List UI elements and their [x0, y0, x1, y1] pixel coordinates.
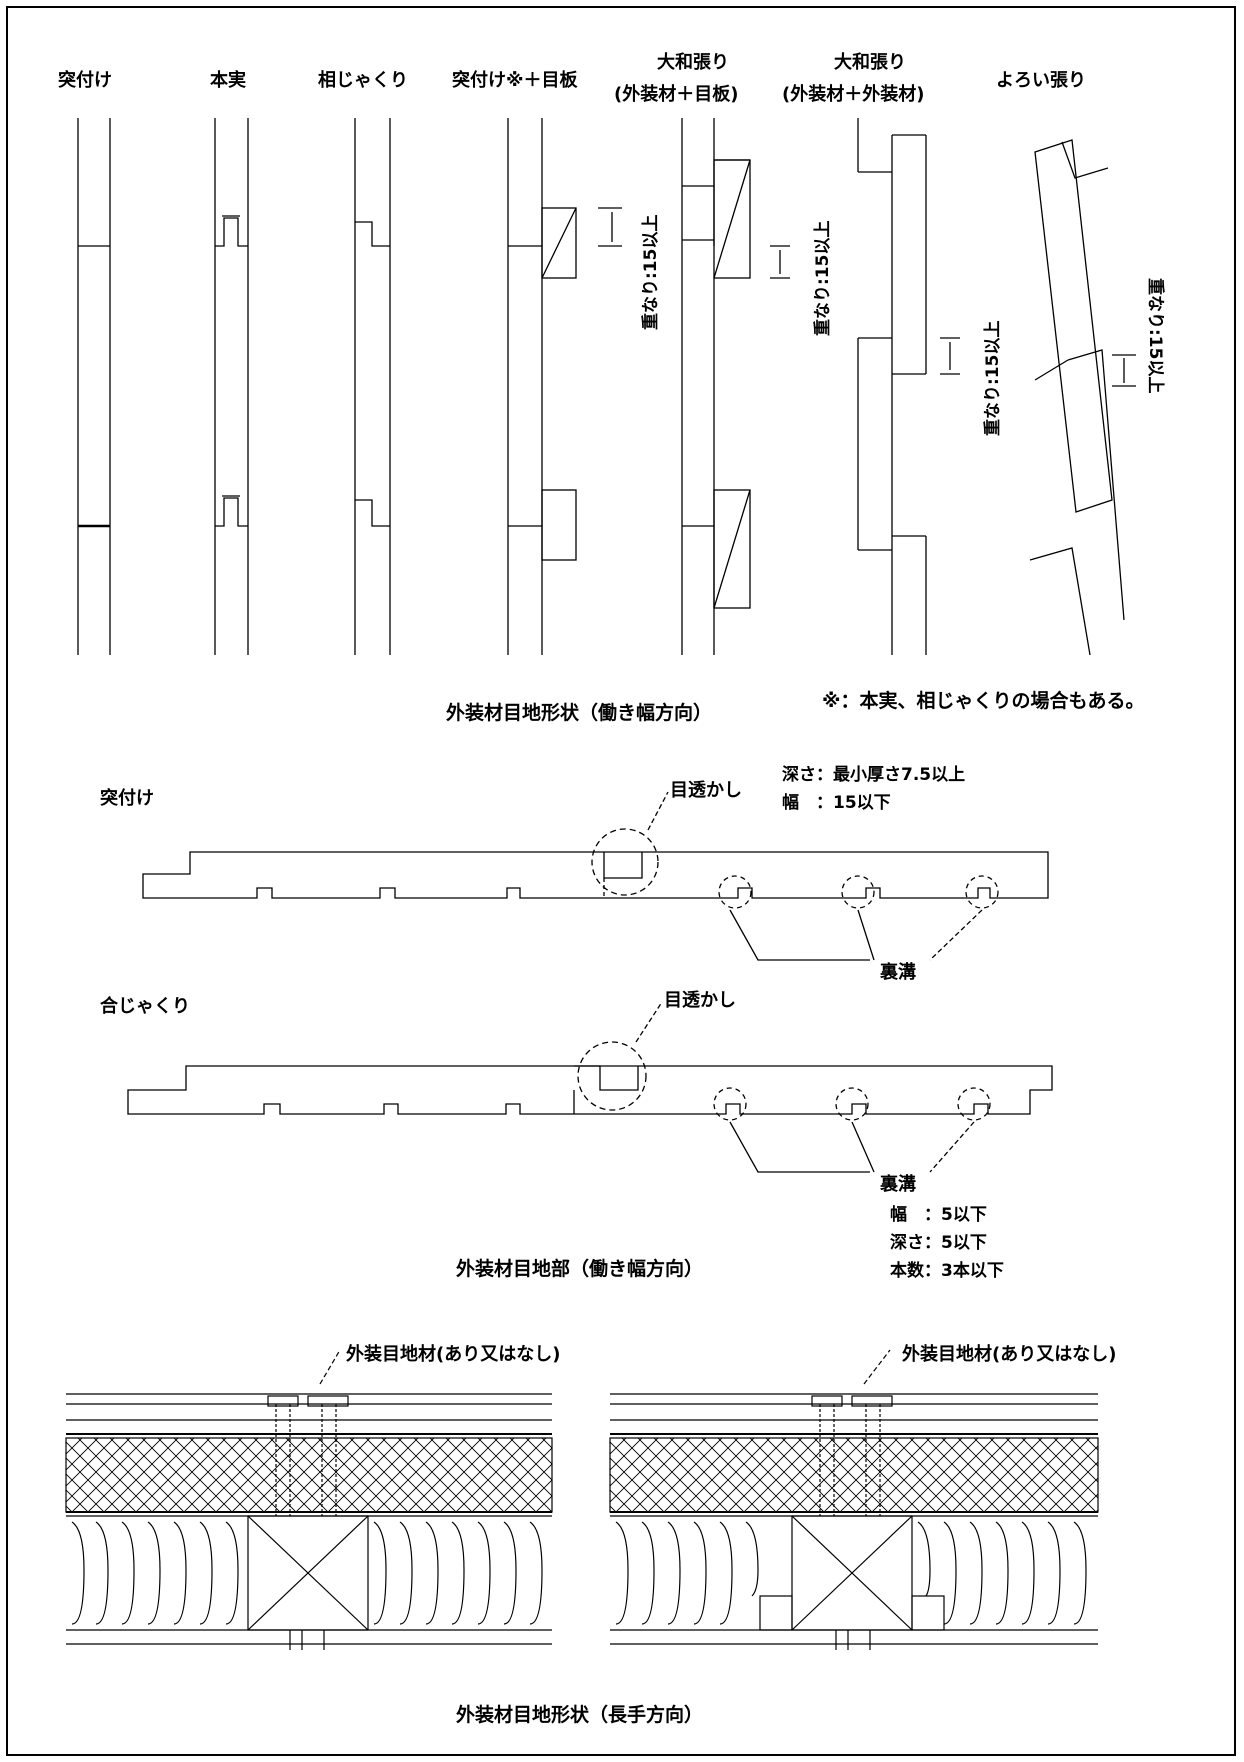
spec-width: 幅 ：15以下 [782, 793, 891, 813]
caption-section1: 外装材目地形状（働き幅方向） [446, 702, 713, 724]
caption-section2: 外装材目地部（働き幅方向） [456, 1258, 704, 1280]
note-section1: ※：本実、相じゃくりの場合もある。 [822, 690, 1145, 712]
type-label-tsukitsuke-meita: 突付け※＋目板 [452, 70, 578, 91]
groove-width: 幅 ：5以下 [890, 1205, 987, 1225]
type-label-yoroi: よろい張り [996, 70, 1086, 91]
joint-label-left: 外装目地材(あり又はなし) [346, 1344, 561, 1365]
section1-profiles [77, 118, 1136, 656]
type-label-yamato1-sub: (外装材＋目板) [614, 84, 739, 105]
type-label-tsukitsuke: 突付け [58, 70, 112, 91]
uramizo-label-2: 裏溝 [880, 1174, 916, 1195]
section3-walls [65, 1349, 1099, 1650]
joint-label-right: 外装目地材(あり又はなし) [902, 1344, 1117, 1365]
section2-boards [127, 791, 1053, 1173]
type-label-yamato2-sub: (外装材＋外装材) [782, 84, 925, 105]
type-label-honzane: 本実 [210, 70, 246, 91]
type-label-aijakuri: 相じゃくり [318, 70, 408, 91]
metosukashi-label-2: 目透かし [664, 990, 736, 1011]
groove-count: 本数：3本以下 [890, 1261, 1004, 1281]
board-label-tsukitsuke: 突付け [100, 788, 154, 809]
caption-section3: 外装材目地形状（長手方向） [456, 1704, 704, 1726]
board-label-aijakuri: 合じゃくり [100, 996, 190, 1017]
metosukashi-label-1: 目透かし [670, 780, 742, 801]
type-label-yamato1: 大和張り [657, 52, 729, 73]
figure-frame [6, 6, 1236, 1756]
type-label-yamato2: 大和張り [834, 52, 906, 73]
uramizo-label-1: 裏溝 [880, 962, 916, 983]
spec-depth: 深さ：最小厚さ7.5以上 [782, 765, 966, 785]
groove-depth: 深さ：5以下 [890, 1233, 987, 1253]
